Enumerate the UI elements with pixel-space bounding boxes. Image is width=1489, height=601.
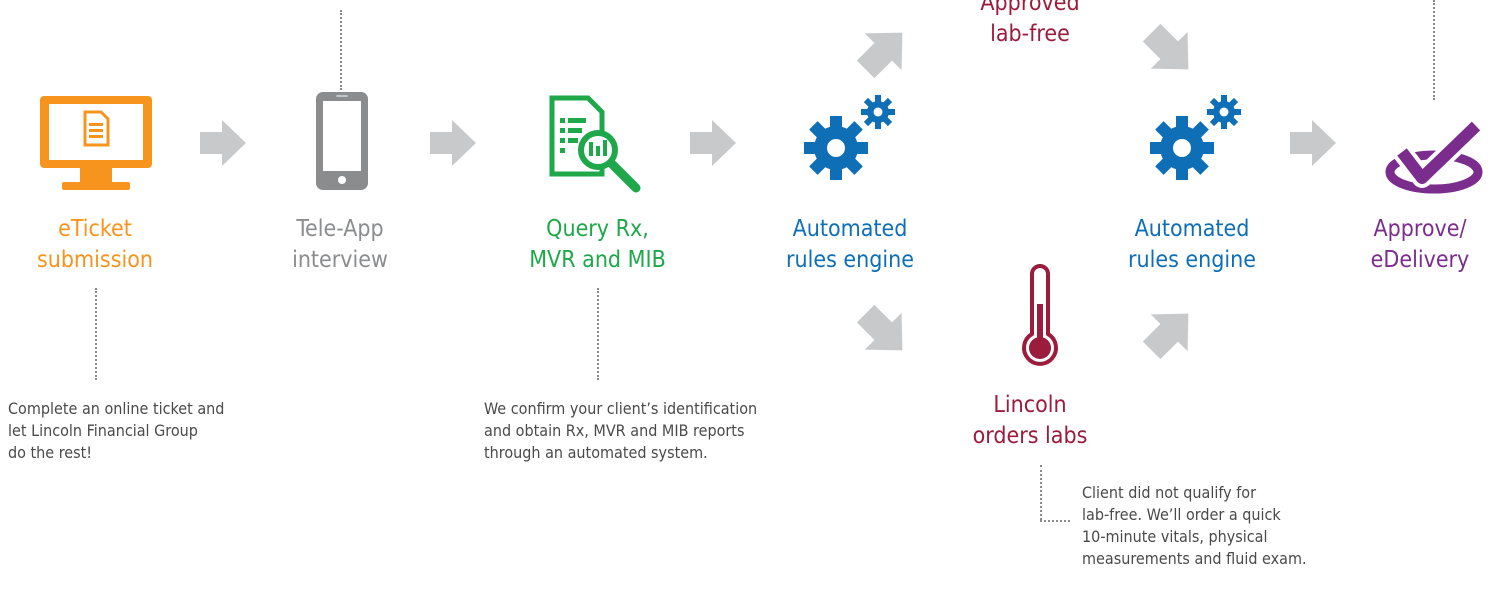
labs-note-line: lab-free. We’ll order a quick	[1082, 505, 1281, 524]
eticket-note: Complete an online ticket and let Lincol…	[8, 398, 268, 464]
eticket-note-line: let Lincoln Financial Group	[8, 421, 198, 440]
arrow-right-icon	[200, 120, 246, 166]
labs-note: Client did not qualify for lab-free. We’…	[1082, 482, 1332, 570]
checkmark-target-icon	[1385, 118, 1483, 194]
smartphone-icon	[316, 92, 368, 190]
eticket-label-line1: eTicket	[58, 216, 132, 242]
rules2-label-line2: rules engine	[1127, 247, 1257, 273]
query-note-line: through an automated system.	[484, 443, 708, 462]
teleapp-label-line1: Tele-App	[296, 216, 384, 242]
eticket-note-connector	[95, 288, 97, 380]
query-note-connector	[597, 288, 599, 380]
approve-top-connector	[1433, 0, 1435, 100]
query-label-line1: Query Rx,	[546, 216, 649, 242]
approved-label-line1: Approved	[980, 0, 1080, 16]
gears-icon	[1150, 95, 1241, 180]
labs-note-line: 10-minute vitals, physical	[1082, 527, 1268, 546]
teleapp-top-connector	[340, 10, 342, 90]
arrow-up-right-icon	[1142, 313, 1189, 360]
rules2-label: Automated rules engine	[1112, 214, 1272, 276]
query-label-line2: MVR and MIB	[529, 247, 666, 273]
eticket-label-line2: submission	[36, 247, 154, 273]
approve-label-line1: Approve/	[1373, 216, 1467, 242]
rules1-label-line1: Automated	[792, 216, 908, 242]
labs-note-line: Client did not qualify for	[1082, 483, 1256, 502]
query-note-line: and obtain Rx, MVR and MIB reports	[484, 421, 745, 440]
labs-note-line: measurements and fluid exam.	[1082, 549, 1307, 568]
eticket-label: eTicket submission	[10, 214, 180, 276]
approve-label-line2: eDelivery	[1370, 247, 1470, 273]
rules2-label-line1: Automated	[1134, 216, 1250, 242]
query-note-line: We confirm your client’s identification	[484, 399, 758, 418]
arrow-right-icon	[1290, 120, 1336, 166]
labs-label-line1: Lincoln	[993, 392, 1067, 418]
labs-note-connector	[1040, 465, 1042, 520]
query-note: We confirm your client’s identification …	[484, 398, 814, 464]
approved-label: Approved lab-free	[955, 0, 1105, 50]
teleapp-label: Tele-App interview	[260, 214, 420, 276]
labs-label-line2: orders labs	[972, 423, 1088, 449]
arrow-up-right-icon	[856, 32, 903, 79]
rules1-label-line2: rules engine	[785, 247, 915, 273]
teleapp-label-line2: interview	[292, 247, 388, 273]
approved-label-line2: lab-free	[990, 21, 1070, 47]
approve-label: Approve/ eDelivery	[1355, 214, 1485, 276]
document-search-icon	[549, 95, 641, 193]
monitor-document-icon	[40, 96, 152, 190]
arrow-right-icon	[430, 120, 476, 166]
arrow-right-icon	[690, 120, 736, 166]
labs-label: Lincoln orders labs	[955, 390, 1105, 452]
labs-note-connector-horizontal	[1040, 520, 1070, 522]
eticket-note-line: do the rest!	[8, 443, 93, 462]
query-label: Query Rx, MVR and MIB	[500, 214, 695, 276]
rules1-label: Automated rules engine	[770, 214, 930, 276]
thermometer-icon	[1022, 264, 1058, 366]
gears-icon	[804, 95, 895, 180]
arrow-down-right-icon	[856, 304, 903, 351]
arrow-down-right-icon	[1142, 23, 1189, 70]
eticket-note-line: Complete an online ticket and	[8, 399, 225, 418]
